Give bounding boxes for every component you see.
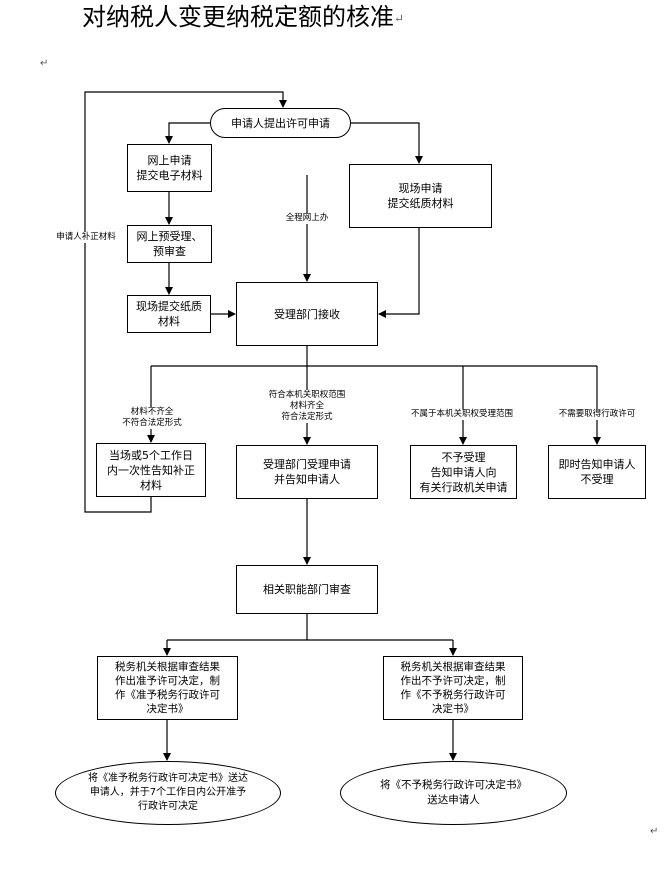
node-accept-notify: 受理部门受理申请 并告知申请人	[236, 445, 378, 499]
node-deliver-reject: 将《不予税务行政许可决定书》 送达申请人	[340, 761, 567, 825]
node-accept-dept: 受理部门接收	[236, 282, 378, 346]
label-out-scope: 不属于本机关职权受理范围	[396, 409, 528, 420]
arrow-supplement-loop	[84, 91, 287, 513]
node-decide-approve: 税务机关根据审查结果 作出准予许可决定，制 作《准予税务行政许可 决定书》	[97, 656, 238, 720]
label-all-online: 全程网上办	[276, 213, 338, 224]
node-online-preaccept: 网上预受理、 预审查	[127, 225, 212, 263]
node-deliver-approve: 将《准予税务行政许可决定书》送达 申请人，并于7个工作日内公开准予 行政许可决定	[55, 761, 281, 825]
node-onsite-paper: 现场提交纸质 材料	[127, 295, 211, 333]
node-apply: 申请人提出许可申请	[210, 108, 351, 138]
node-not-accept-other: 不予受理 告知申请人向 有关行政机关申请	[410, 445, 517, 499]
label-incomplete: 材料不齐全 不符合法定形式	[107, 407, 197, 429]
paragraph-mark-icon: ↵	[40, 58, 49, 69]
node-notify-correction: 当场或5个工作日 内一次性告知补正 材料	[96, 443, 206, 497]
page-title: 对纳税人变更纳税定额的核准↵	[82, 3, 405, 31]
node-decide-reject: 税务机关根据审查结果 作出不予许可决定，制 作《不予税务行政许可 决定书》	[383, 656, 523, 720]
paragraph-mark-icon: ↵	[650, 826, 659, 837]
node-online-submit: 网上申请 提交电子材料	[127, 144, 212, 192]
node-review: 相关职能部门审查	[236, 565, 378, 614]
arrow-apply-to-onsite	[351, 122, 423, 164]
arrow-onsite-to-accept	[378, 228, 420, 318]
paragraph-mark-icon: ↵	[394, 11, 405, 26]
node-not-accept-now: 即时告知申请人 不受理	[548, 445, 646, 499]
label-in-scope: 符合本机关职权范围 材料齐全 符合法定形式	[255, 390, 359, 423]
label-no-permit: 不需要取得行政许可	[546, 409, 648, 420]
label-supplement: 申请人补正材料	[46, 232, 126, 243]
arrow-apply-to-online	[165, 122, 210, 144]
node-onsite-apply: 现场申请 提交纸质材料	[349, 164, 492, 228]
